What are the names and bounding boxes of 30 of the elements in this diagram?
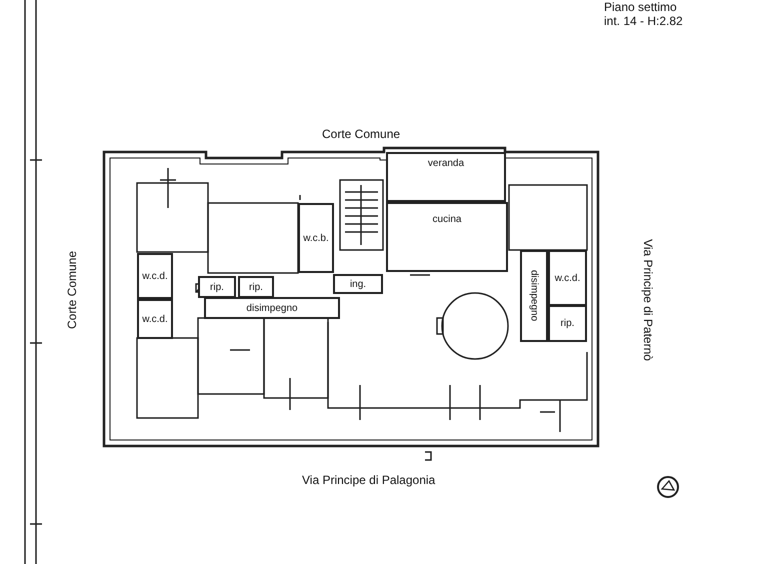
room-label: w.c.b. <box>303 232 329 244</box>
room <box>548 305 587 342</box>
room-label: veranda <box>428 158 464 169</box>
room <box>198 276 236 298</box>
street-label: Corte Comune <box>65 250 79 330</box>
street-label: Via Principe di Palagonia <box>302 473 436 487</box>
room <box>386 202 508 272</box>
room-label: rip. <box>249 282 263 292</box>
street-label: Via Principe di Paternò <box>641 239 655 361</box>
room <box>520 250 548 342</box>
room-label: cucina <box>432 214 462 225</box>
room <box>238 276 274 298</box>
room <box>298 203 334 273</box>
title-note: int. 14 - H:2.82 <box>604 14 683 28</box>
room-label: disimpegno <box>246 302 298 314</box>
room-label: rip. <box>210 282 224 292</box>
room <box>548 250 587 306</box>
room <box>333 274 383 294</box>
room-label: w.c.d. <box>142 314 168 324</box>
room-label: rip. <box>560 318 574 329</box>
title-note: Piano settimo <box>604 0 677 14</box>
street-label: Corte Comune <box>322 127 400 141</box>
room-label: w.c.d. <box>142 270 168 282</box>
room-label: w.c.d. <box>554 272 580 284</box>
room <box>204 297 340 319</box>
room-label: disimpegno <box>528 270 540 322</box>
room <box>137 299 173 339</box>
room <box>386 152 506 202</box>
room-label: ing. <box>350 278 366 290</box>
room <box>137 253 173 299</box>
